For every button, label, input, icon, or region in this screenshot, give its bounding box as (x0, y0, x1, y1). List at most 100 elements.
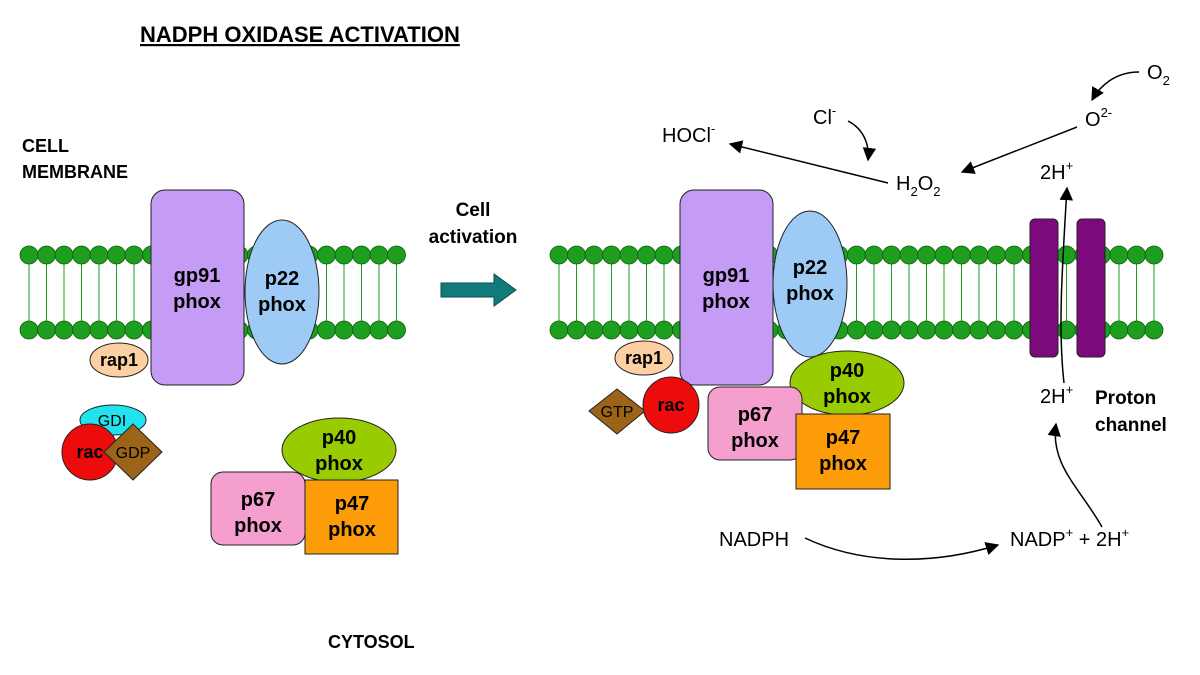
arrow-proton-through-channel (1059, 186, 1073, 384)
membrane-label: MEMBRANE (22, 162, 128, 182)
lipid-head-outer (89, 245, 109, 265)
lipid-head-inner (19, 320, 39, 340)
proton-channel-label-line2: channel (1095, 415, 1167, 436)
lipid-head-inner (864, 320, 884, 340)
arrow-nadph-to-nadp (804, 537, 1000, 561)
rap1-active-label: rap1 (625, 348, 663, 368)
arrow-oxygen-to-superoxide (1091, 71, 1140, 102)
lipid-head-inner (1004, 320, 1024, 340)
p22phox-active-label-line1: p22 (793, 257, 827, 279)
lipid-head-inner (124, 320, 144, 340)
cell-activation-label-line1: Cell (456, 200, 491, 221)
h2o2-label: H2O2 (896, 173, 940, 199)
lipid-head-inner (934, 320, 954, 340)
lipid-head-outer (567, 245, 586, 265)
oxygen-label: O2 (1147, 62, 1170, 88)
lipid-head-outer (969, 245, 989, 265)
arrow-chloride-to-h2o2 (847, 120, 877, 162)
nadph-label: NADPH (719, 529, 789, 551)
lipid-head-inner (317, 320, 336, 340)
p47phox-active: p47 phox (795, 413, 891, 490)
rac-label-resting: rac (76, 442, 103, 462)
lipid-head-outer (584, 245, 604, 265)
gtp-shape (588, 388, 646, 435)
lipid-head-inner (619, 320, 639, 340)
lipid-head-outer (334, 245, 354, 265)
hocl-label: HOCl- (662, 121, 715, 147)
lipid-head-outer (37, 245, 56, 265)
lipid-head-inner (899, 320, 919, 340)
lipid-head-outer (387, 245, 406, 265)
p40phox-label-line2: phox (315, 453, 363, 475)
rap1-label: rap1 (100, 350, 138, 370)
arrow-superoxide-to-h2o2 (960, 126, 1078, 174)
lipid-head-outer (619, 245, 639, 265)
superoxide-label: O2- (1085, 105, 1112, 131)
lipid-head-outer (72, 245, 91, 265)
rac-gtp-complex: GTP rac (588, 376, 700, 435)
rap1-shape-active (614, 340, 674, 376)
chloride-label: Cl- (813, 103, 836, 129)
p67phox-label-line2: phox (234, 515, 282, 537)
p22phox-active-label-line2: phox (786, 283, 834, 305)
gp91phox-shape-active (679, 189, 774, 386)
lipid-head-outer (549, 245, 569, 265)
rac-shape-active (642, 376, 700, 434)
lipid-head-inner (89, 320, 109, 340)
lipid-head-inner (1109, 320, 1129, 340)
gp91phox-label-line2: phox (173, 291, 221, 313)
lipid-head-outer (369, 245, 389, 265)
lipid-head-outer (54, 245, 74, 265)
proton-channel-left-subunit (1029, 218, 1059, 358)
lipid-head-outer (1144, 245, 1164, 265)
activation-arrow (440, 273, 517, 307)
lipid-head-outer (654, 245, 674, 265)
lipid-head-inner (637, 320, 656, 340)
lipid-head-outer (1004, 245, 1024, 265)
lipid-head-outer (864, 245, 884, 265)
lipid-head-outer (952, 245, 971, 265)
p40phox-active-label-line2: phox (823, 386, 871, 408)
lipid-head-inner (37, 320, 56, 340)
gdi-label: GDI (98, 413, 126, 430)
arrow-nadp-to-proton (1047, 422, 1103, 528)
gp91phox-label-line1: gp91 (174, 265, 221, 287)
rap1-resting: rap1 (89, 342, 149, 378)
lipid-head-outer (1109, 245, 1129, 265)
lipid-head-inner (369, 320, 389, 340)
p40phox-label-line1: p40 (322, 427, 356, 449)
proton-channel-label-line1: Proton (1095, 388, 1156, 409)
lipid-head-outer (917, 245, 936, 265)
p40phox-active: p40 phox (789, 350, 905, 416)
lipid-head-inner (1057, 320, 1076, 340)
cell-activation-label-line2: activation (429, 227, 518, 248)
rac-gdi-gdp-complex: GDI rac GDP (61, 404, 163, 481)
p67phox-resting: p67 phox (210, 471, 306, 546)
lipid-bilayer-right (549, 245, 1164, 340)
lipid-head-outer (882, 245, 901, 265)
p67phox-active-label-line2: phox (731, 430, 779, 452)
p22phox-label-line2: phox (258, 294, 306, 316)
p67phox-label-line1: p67 (241, 489, 275, 511)
lipid-head-outer (637, 245, 656, 265)
p47phox-label-line2: phox (328, 519, 376, 541)
lipid-head-inner (54, 320, 74, 340)
lipid-head-outer (1057, 245, 1076, 265)
p47phox-resting: p47 phox (304, 479, 399, 555)
lipid-head-outer (899, 245, 919, 265)
lipid-head-inner (602, 320, 621, 340)
lipid-head-inner (952, 320, 971, 340)
lipid-head-inner (654, 320, 674, 340)
lipid-head-inner (72, 320, 91, 340)
lipid-head-inner (969, 320, 989, 340)
diagram-title: NADPH OXIDASE ACTIVATION (140, 22, 460, 47)
lipid-head-inner (334, 320, 354, 340)
lipid-head-inner (352, 320, 371, 340)
proton-channel (1029, 218, 1106, 358)
rap1-shape (89, 342, 149, 378)
lipid-head-outer (317, 245, 336, 265)
lipid-head-inner (584, 320, 604, 340)
lipid-head-inner (987, 320, 1006, 340)
lipid-head-inner (917, 320, 936, 340)
arrow-h2o2-to-hocl (728, 140, 889, 184)
